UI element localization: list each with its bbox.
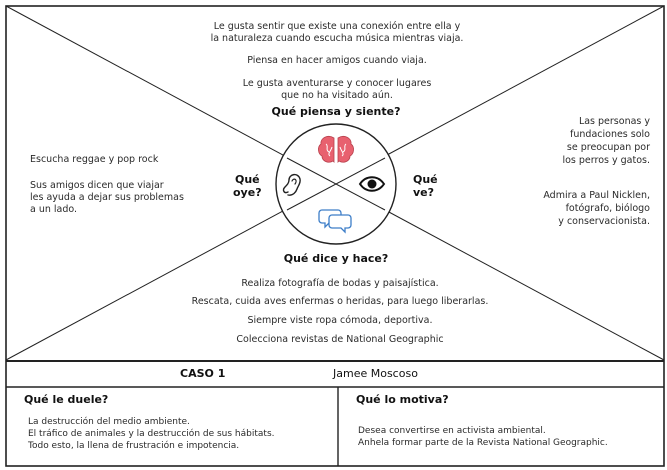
motiva-line-2: Anhela formar parte de la Revista Nation…: [358, 438, 608, 448]
piensa-item-5: que no ha visitado aún.: [281, 90, 393, 101]
dice-item-1: Realiza fotografía de bodas y paisajísti…: [241, 278, 439, 289]
ve-item-4: los perros y gatos.: [562, 155, 650, 166]
ve-item-7: y conservacionista.: [558, 216, 650, 227]
case-label: CASO 1: [180, 367, 226, 380]
ve-item-6: fotógrafo, biólogo: [565, 203, 650, 214]
dice-item-2: Rescata, cuida aves enfermas o heridas, …: [191, 296, 489, 307]
ve-item-2: fundaciones solo: [570, 129, 650, 140]
ve-item-3: se preocupan por: [566, 142, 650, 153]
oye-title-line-2: oye?: [233, 186, 262, 199]
speech-bubbles-icon: [318, 209, 352, 234]
piensa-title: Qué piensa y siente?: [271, 105, 401, 118]
piensa-item-4: Le gusta aventurarse y conocer lugares: [242, 78, 432, 89]
duele-line-3: Todo esto, la llena de frustración e imp…: [28, 441, 240, 451]
piensa-item-2: la naturaleza cuando escucha música mien…: [210, 33, 464, 44]
ve-title-line-1: Qué: [413, 173, 438, 186]
dice-title: Qué dice y hace?: [283, 252, 389, 265]
oye-title-line-1: Qué: [235, 173, 260, 186]
inner-diagonal-b: [286, 157, 386, 211]
ve-title-line-2: ve?: [413, 186, 435, 199]
ve-item-1: Las personas y: [578, 116, 650, 127]
oye-item-3: les ayuda a dejar sus problemas: [30, 192, 184, 203]
motiva-title: Qué lo motiva?: [356, 393, 449, 406]
piensa-item-1: Le gusta sentir que existe una conexión …: [213, 21, 461, 32]
eye-icon: [358, 176, 386, 192]
piensa-item-3: Piensa en hacer amigos cuando viaja.: [247, 55, 427, 66]
dice-item-4: Colecciona revistas de National Geograph…: [236, 334, 444, 345]
duele-line-1: La destrucción del medio ambiente.: [28, 417, 190, 427]
dice-item-3: Siempre viste ropa cómoda, deportiva.: [247, 315, 433, 326]
motiva-line-1: Desea convertirse en activista ambiental…: [358, 426, 546, 436]
oye-item-4: a un lado.: [30, 204, 78, 215]
duele-line-2: El tráfico de animales y la destrucción …: [28, 429, 275, 439]
outer-frame: [5, 5, 665, 467]
case-person-name: Jamee Moscoso: [333, 367, 418, 380]
oye-item-2: Sus amigos dicen que viajar: [30, 180, 164, 191]
ear-icon: [282, 173, 301, 196]
brain-icon: [318, 136, 354, 163]
oye-item-1: Escucha reggae y pop rock: [30, 154, 159, 165]
ve-item-5: Admira a Paul Nicklen,: [543, 190, 650, 201]
duele-title: Qué le duele?: [24, 393, 109, 406]
